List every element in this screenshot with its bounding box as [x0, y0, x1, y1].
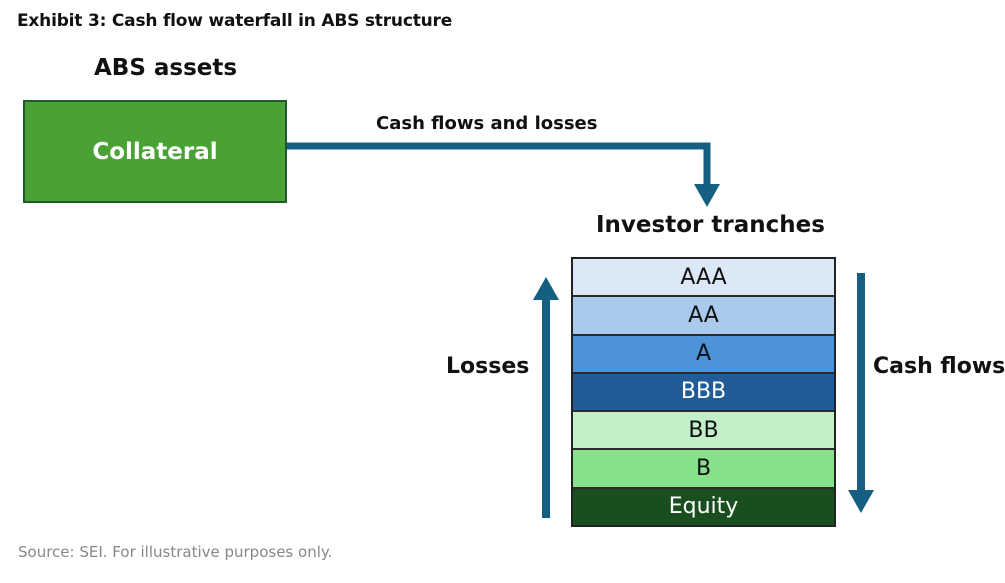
cash-flows-label: Cash flows: [873, 354, 1005, 379]
tranche-bbb: BBB: [573, 373, 834, 413]
collateral-box: Collateral: [23, 100, 287, 203]
tranche-b: B: [573, 450, 834, 489]
tranche-aa: AA: [573, 297, 834, 336]
tranche-equity: Equity: [573, 488, 834, 525]
losses-label: Losses: [446, 354, 530, 379]
cash-flows-arrowhead-icon: [848, 490, 874, 513]
tranche-a: A: [573, 335, 834, 374]
tranche-stack: AAA AA A BBB BB B Equity: [571, 257, 836, 527]
tranche-bb: BB: [573, 412, 834, 451]
abs-assets-label: ABS assets: [94, 55, 238, 81]
tranche-aaa: AAA: [573, 259, 834, 298]
losses-arrowhead-icon: [533, 277, 559, 300]
source-note: Source: SEI. For illustrative purposes o…: [18, 543, 333, 561]
connector-arrowhead-icon: [694, 184, 720, 207]
cash-flows-and-losses-label: Cash flows and losses: [376, 113, 598, 134]
exhibit-title: Exhibit 3: Cash flow waterfall in ABS st…: [17, 11, 453, 31]
collateral-label: Collateral: [92, 138, 218, 165]
cash-flows-arrow-shaft: [857, 273, 865, 493]
collateral-to-tranches-connector: [287, 142, 711, 188]
investor-tranches-label: Investor tranches: [596, 212, 825, 238]
losses-arrow-shaft: [542, 298, 550, 518]
